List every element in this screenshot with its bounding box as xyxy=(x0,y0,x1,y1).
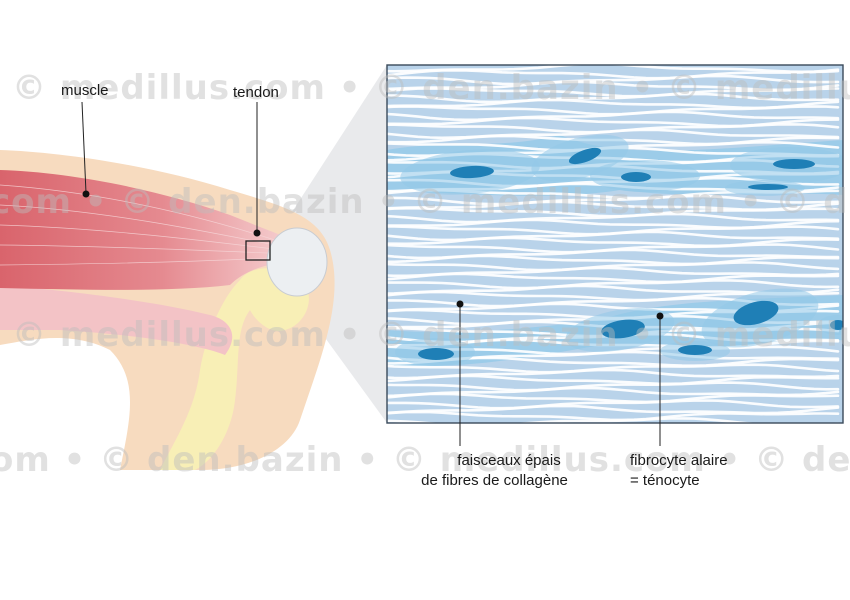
label-fibrocyte: fibrocyte alaire = ténocyte xyxy=(630,451,728,491)
label-collagen-line2: de fibres de collagène xyxy=(397,471,592,491)
label-fibrocyte-line1: fibrocyte alaire xyxy=(630,451,728,471)
tendon-insertion xyxy=(267,228,327,296)
label-collagen-bundles: faisceaux épais de fibres de collagène xyxy=(422,451,592,491)
label-collagen-line1: faisceaux épais xyxy=(422,451,592,471)
collagen-dot xyxy=(457,301,464,308)
cell-nucleus xyxy=(773,159,815,169)
watermark-row: © medillus.com • © den.bazin • © medillu… xyxy=(12,68,850,108)
tendon-dot xyxy=(254,230,261,237)
cell-nucleus xyxy=(621,172,651,182)
label-tendon: tendon xyxy=(233,83,279,103)
watermark-row: © medillus.com • © den.bazin • © medillu… xyxy=(12,315,850,355)
watermark-row: com • © den.bazin • © medillus.com • © d… xyxy=(0,182,850,222)
label-muscle: muscle xyxy=(61,81,109,101)
label-fibrocyte-line2: = ténocyte xyxy=(630,471,728,491)
